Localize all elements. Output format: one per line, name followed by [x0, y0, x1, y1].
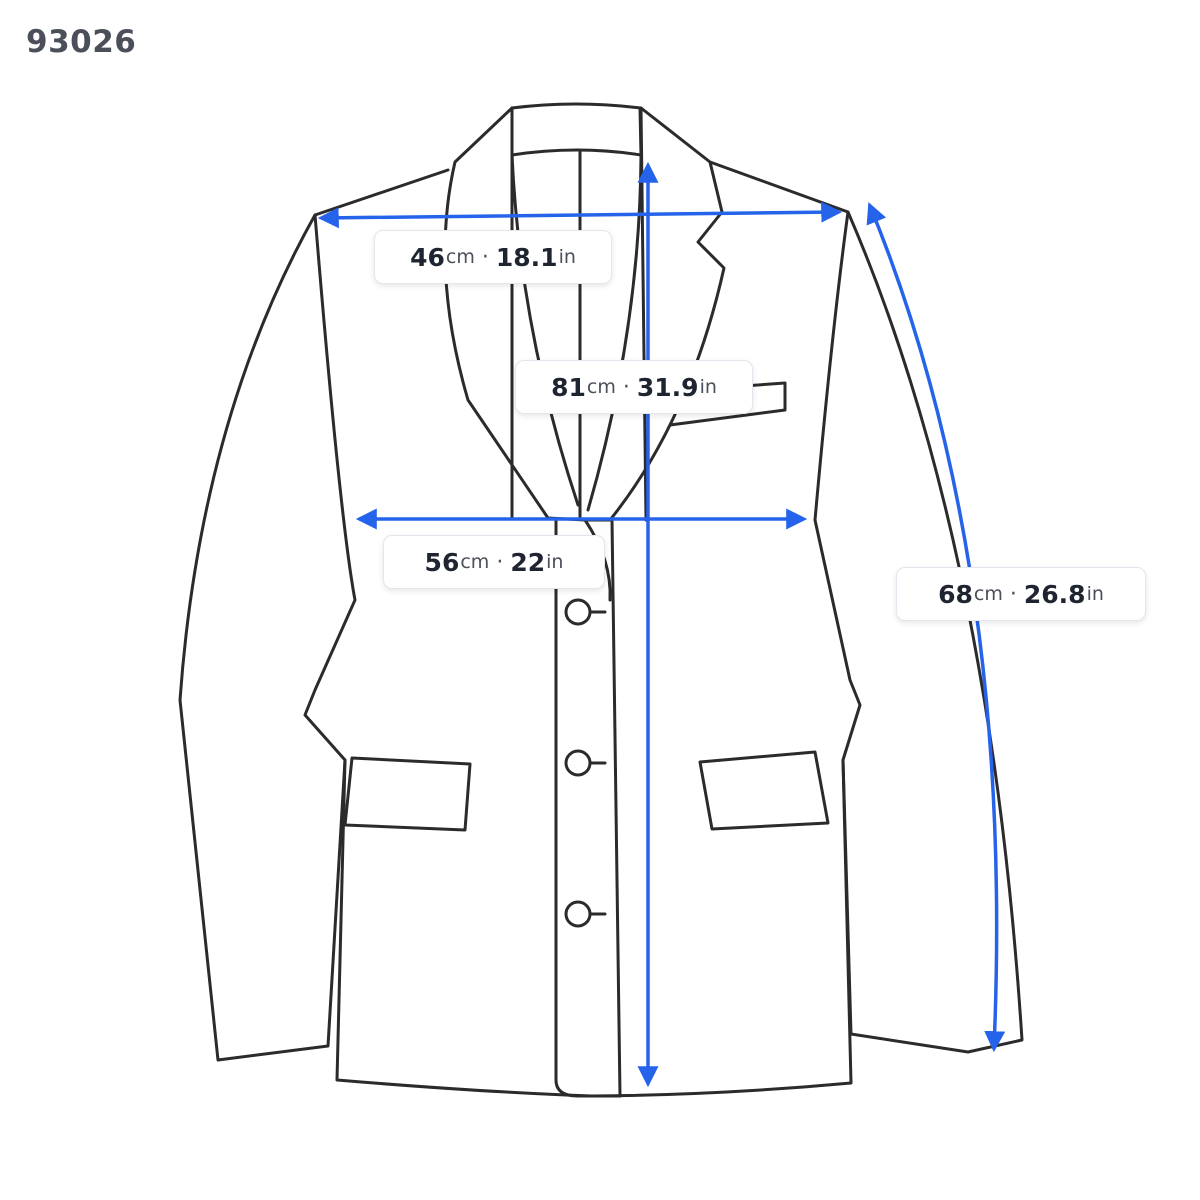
sleeve-measurement-badge: 68 cm · 26.8 in [896, 567, 1146, 621]
chest-measurement-badge: 56 cm · 22 in [383, 535, 605, 589]
sleeve-inch-value: 26.8 [1023, 579, 1086, 609]
button-3 [564, 900, 592, 928]
jacket-body [303, 160, 862, 1098]
shoulder-measure-line [317, 201, 843, 229]
length-inch-value: 31.9 [636, 372, 699, 402]
sleeve-measure-line [866, 202, 1006, 1053]
left-sleeve [178, 213, 347, 1062]
chest-separator: · [496, 549, 504, 575]
measure-lines [317, 161, 1006, 1088]
right-lapel [583, 106, 726, 522]
shoulder-measurement-badge: 46 cm · 18.1 in [374, 230, 612, 284]
length-inch-unit: in [699, 376, 717, 398]
length-separator: · [622, 374, 630, 400]
shoulder-separator: · [481, 244, 489, 270]
chest-cm-value: 56 [424, 547, 460, 577]
shoulder-inch-unit: in [558, 246, 576, 268]
shoulder-cm-unit: cm [445, 246, 475, 268]
sleeve-cm-unit: cm [973, 583, 1003, 605]
button-1 [564, 598, 592, 626]
length-cm-unit: cm [586, 376, 616, 398]
collar [510, 102, 643, 157]
chest-inch-unit: in [546, 551, 564, 573]
length-cm-value: 81 [551, 372, 586, 402]
product-id: 93026 [26, 24, 137, 60]
button-2 [564, 749, 592, 777]
sleeve-cm-value: 68 [938, 579, 973, 609]
shoulder-cm-value: 46 [410, 242, 445, 272]
chest-cm-unit: cm [460, 551, 490, 573]
buttons [564, 598, 607, 928]
length-measurement-badge: 81 cm · 31.9 in [515, 360, 753, 414]
chest-inch-value: 22 [510, 547, 546, 577]
button-placket [554, 518, 622, 1098]
sleeve-separator: · [1009, 581, 1017, 607]
right-pocket-flap [698, 750, 830, 831]
shoulder-inch-value: 18.1 [495, 242, 558, 272]
sleeve-inch-unit: in [1086, 583, 1104, 605]
left-pocket-flap [343, 756, 472, 832]
